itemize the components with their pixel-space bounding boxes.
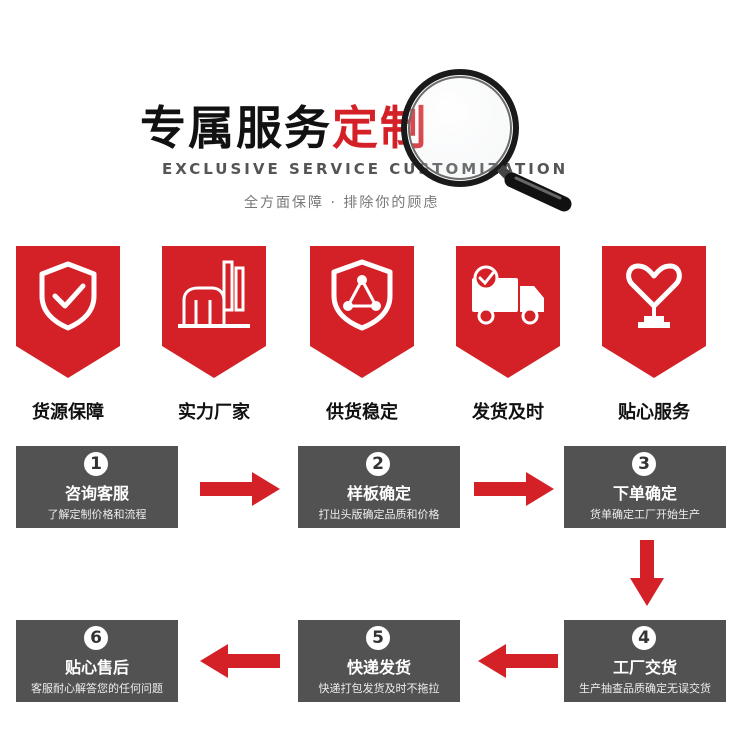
heart-trophy-icon <box>626 263 682 328</box>
step-description: 客服耐心解答您的任何问题 <box>31 682 163 695</box>
step-order: 3 下单确定 货单确定工厂开始生产 <box>564 446 726 528</box>
step-after-sales: 6 贴心售后 客服耐心解答您的任何问题 <box>16 620 178 702</box>
service-badge-stable-supply <box>310 246 414 378</box>
step-title: 样板确定 <box>346 484 411 503</box>
step-number: 6 <box>84 626 108 650</box>
step-title: 咨询客服 <box>64 484 129 503</box>
service-badge-care <box>602 246 706 378</box>
service-badge-source <box>16 246 120 378</box>
step-description: 货单确定工厂开始生产 <box>590 508 700 521</box>
magnifier-icon <box>401 69 572 212</box>
step-title: 贴心售后 <box>64 658 129 677</box>
service-badge-factory <box>162 246 266 378</box>
page-tagline: 全方面保障 · 排除你的顾虑 <box>244 195 440 211</box>
step-number: 2 <box>366 452 390 476</box>
step-sample: 2 样板确定 打出头版确定品质和价格 <box>298 446 460 528</box>
step-description: 了解定制价格和流程 <box>47 508 147 521</box>
step-title: 工厂交货 <box>612 658 677 677</box>
arrow-left-icon <box>478 644 558 678</box>
service-label-care: 贴心服务 <box>618 402 690 423</box>
service-label-delivery: 发货及时 <box>472 402 544 423</box>
step-description: 打出头版确定品质和价格 <box>318 508 440 521</box>
step-title: 快递发货 <box>346 658 411 677</box>
service-label-factory: 实力厂家 <box>178 402 250 423</box>
delivery-truck-icon <box>472 265 544 325</box>
step-number: 4 <box>632 626 656 650</box>
step-description: 生产抽查品质确定无误交货 <box>579 682 711 695</box>
arrow-right-icon <box>200 472 280 506</box>
service-label-stable-supply: 供货稳定 <box>326 402 398 423</box>
service-label-source: 货源保障 <box>32 402 104 423</box>
shield-triangle-icon <box>331 259 393 331</box>
step-factory-delivery: 4 工厂交货 生产抽查品质确定无误交货 <box>564 620 726 702</box>
step-number: 3 <box>632 452 656 476</box>
step-description: 快递打包发货及时不拖拉 <box>318 682 440 695</box>
arrow-down-icon <box>630 540 664 606</box>
arrow-right-icon <box>474 472 554 506</box>
service-badge-delivery <box>456 246 560 378</box>
step-number: 1 <box>84 452 108 476</box>
title-black: 专属服务 <box>140 101 332 155</box>
step-consult: 1 咨询客服 了解定制价格和流程 <box>16 446 178 528</box>
page-title: 专属服务定制 <box>140 92 428 158</box>
step-shipping: 5 快递发货 快递打包发货及时不拖拉 <box>298 620 460 702</box>
step-title: 下单确定 <box>612 484 677 503</box>
factory-icon <box>178 260 250 328</box>
shield-check-icon <box>39 261 97 331</box>
step-number: 5 <box>366 626 390 650</box>
arrow-left-icon <box>200 644 280 678</box>
